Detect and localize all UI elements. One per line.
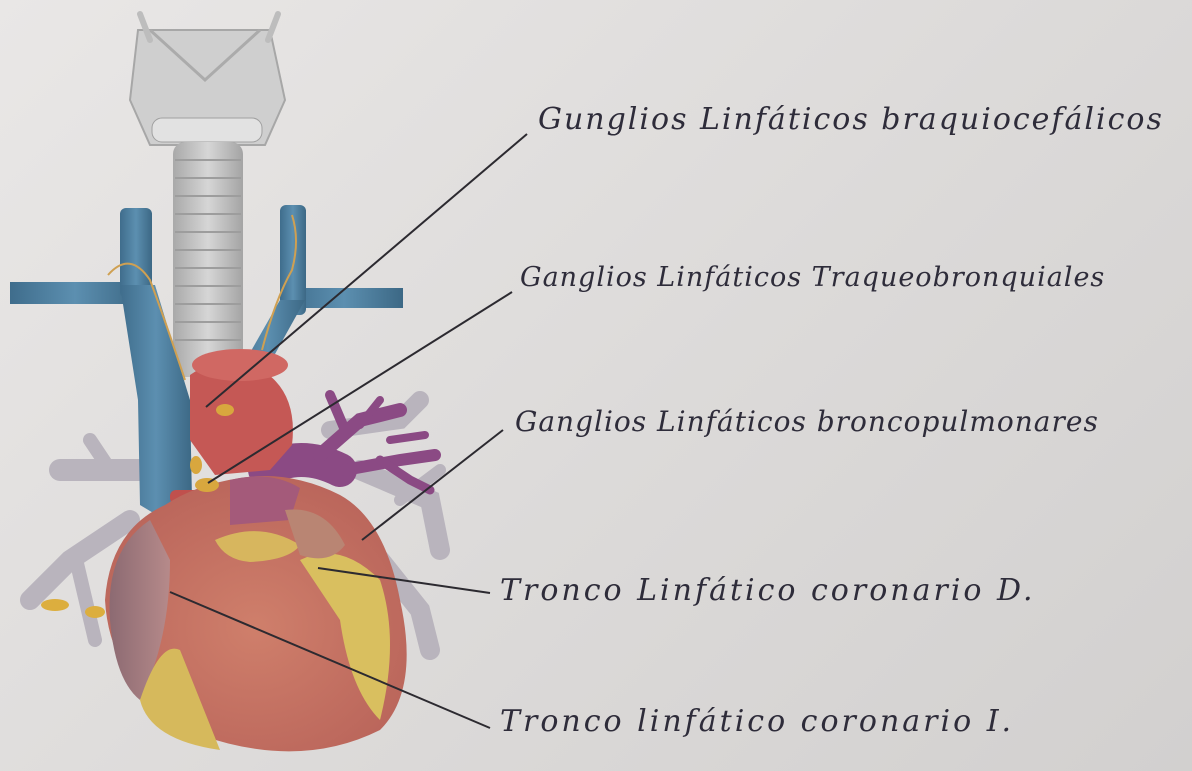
leader-line-brachiocephalic <box>206 134 527 407</box>
larynx <box>130 14 285 145</box>
label-bronchopulmonary-nodes: Ganglios Linfáticos broncopulmonares <box>515 405 1099 438</box>
trachea <box>173 142 243 377</box>
label-brachiocephalic-nodes: Gunglios Linfáticos braquiocefálicos <box>538 102 1164 137</box>
label-left-coronary-trunk: Tronco linfático coronario I. <box>500 704 1014 739</box>
label-tracheobronchial-nodes: Ganglios Linfáticos Traqueobronquiales <box>520 262 1105 293</box>
label-right-coronary-trunk: Tronco Linfático coronario D. <box>500 573 1036 608</box>
